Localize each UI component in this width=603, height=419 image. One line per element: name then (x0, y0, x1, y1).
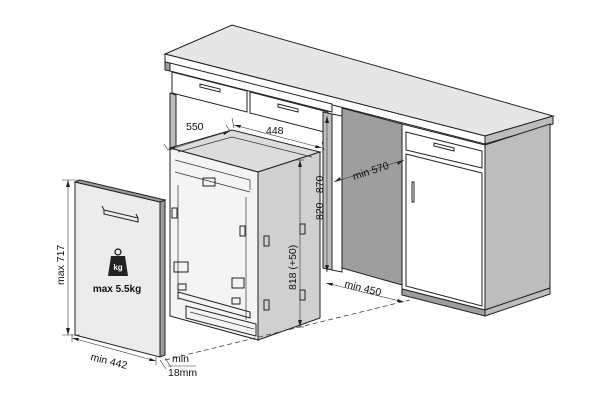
panel-width-label: min 442 (89, 351, 128, 372)
panel-gap-dimension: min 18mm (159, 353, 197, 379)
panel-gap-value-label: 18mm (168, 367, 197, 379)
appliance-height-dimension: 818 (+50) (287, 159, 304, 328)
dishwasher (168, 129, 322, 341)
height-range-label: 820 - 870 (314, 175, 326, 220)
panel-weight-label: max 5.5kg (93, 284, 141, 295)
depth-label: 550 (186, 121, 204, 133)
floor-reference-line (164, 299, 411, 361)
panel-gap-min-label: min (172, 353, 189, 365)
width-label: 448 (266, 125, 284, 137)
height-range-dimension: 820 - 870 (314, 116, 329, 272)
panel-height-label: max 717 (55, 245, 67, 285)
min-floor-label: min 450 (343, 278, 382, 299)
weight-unit-label: kg (113, 263, 122, 272)
appliance-height-label: 818 (+50) (287, 245, 299, 290)
depth-dimension: 550 (163, 121, 231, 151)
kitchen-cabinet (163, 24, 555, 317)
width-dimension: 448 (231, 117, 325, 151)
panel-height-dimension: max 717 (55, 179, 80, 336)
weight-icon: kg (108, 248, 128, 276)
